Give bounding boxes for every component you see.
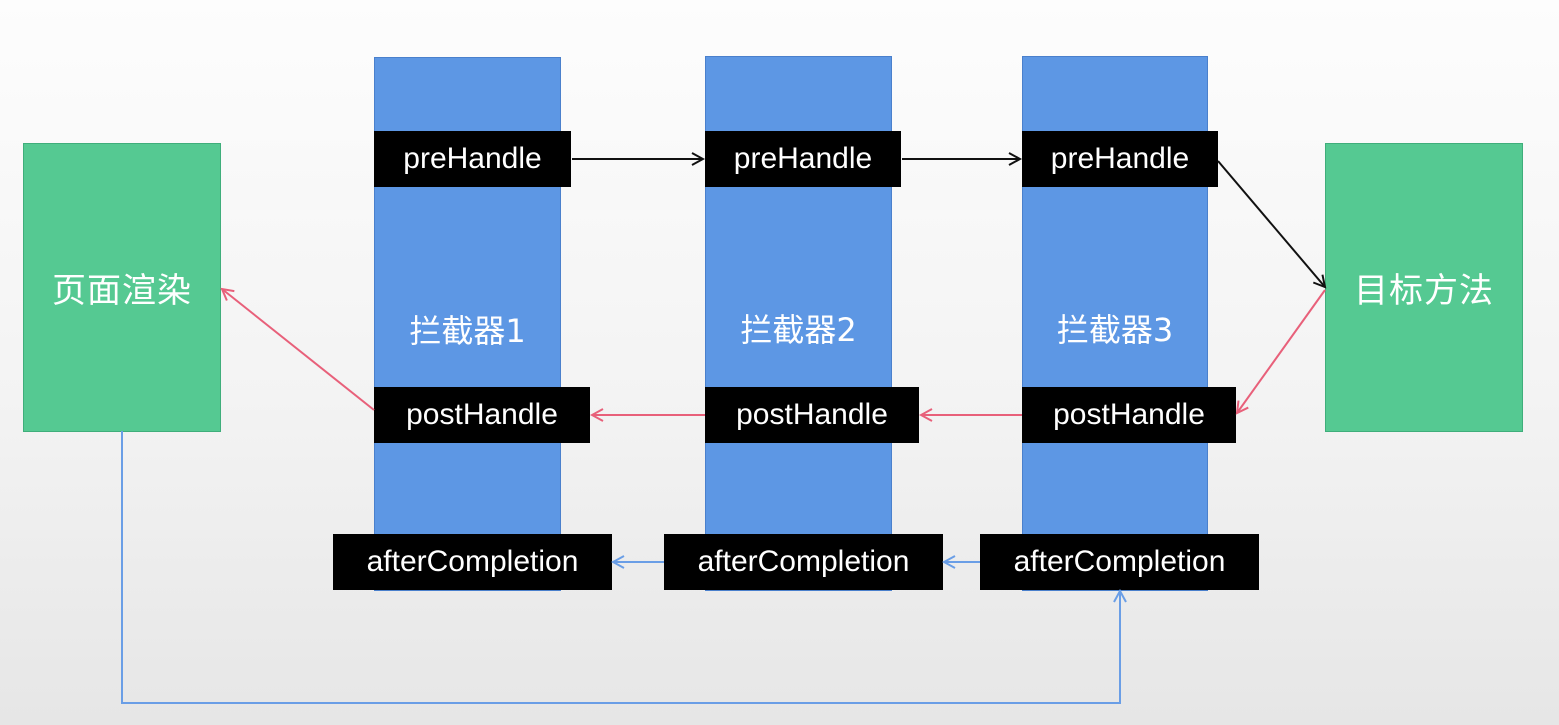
page-render-label: 页面渲染: [52, 271, 192, 311]
arrow-target-to-post-3: [1237, 289, 1326, 413]
interceptor-3-aftercompletion: afterCompletion: [980, 534, 1259, 590]
interceptor-1-aftercompletion: afterCompletion: [333, 534, 612, 590]
arrow-render-to-after-3: [121, 431, 1120, 704]
interceptor-2-title: 拦截器2: [740, 311, 857, 349]
target-method-box: 目标方法: [1325, 143, 1523, 432]
interceptor-1-prehandle: preHandle: [374, 131, 571, 187]
interceptor-3-posthandle: postHandle: [1022, 387, 1236, 443]
target-method-label: 目标方法: [1354, 271, 1494, 311]
interceptor-1-title: 拦截器1: [409, 312, 526, 350]
interceptor-2-posthandle: postHandle: [705, 387, 919, 443]
arrow-post-1-to-render: [222, 289, 375, 411]
interceptor-2-aftercompletion: afterCompletion: [664, 534, 943, 590]
page-render-box: 页面渲染: [23, 143, 221, 432]
interceptor-3-title: 拦截器3: [1056, 311, 1174, 349]
interceptor-2-prehandle: preHandle: [705, 131, 901, 187]
interceptor-3-prehandle: preHandle: [1022, 131, 1218, 187]
interceptor-1-posthandle: postHandle: [374, 387, 590, 443]
arrow-pre-3-to-target: [1217, 160, 1325, 287]
